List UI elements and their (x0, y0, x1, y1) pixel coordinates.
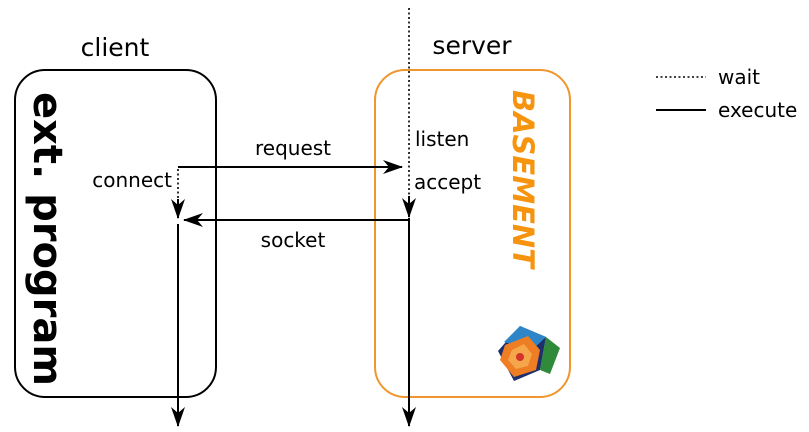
client-program-label: ext. program (24, 92, 70, 386)
accept-label: accept (414, 170, 481, 194)
listen-label: listen (415, 127, 469, 151)
client-box (14, 69, 217, 398)
server-brand-label: BASEMENT (506, 90, 540, 270)
legend-wait-label: wait (718, 65, 760, 89)
client-title: client (81, 33, 150, 62)
legend-execute-label: execute (718, 98, 797, 122)
server-box (374, 69, 571, 398)
connect-label: connect (92, 168, 172, 192)
request-label: request (255, 136, 331, 160)
socket-label: socket (261, 228, 326, 252)
server-title: server (432, 31, 512, 60)
legend: wait execute (656, 65, 797, 122)
basement-cube-logo-icon (498, 326, 560, 381)
